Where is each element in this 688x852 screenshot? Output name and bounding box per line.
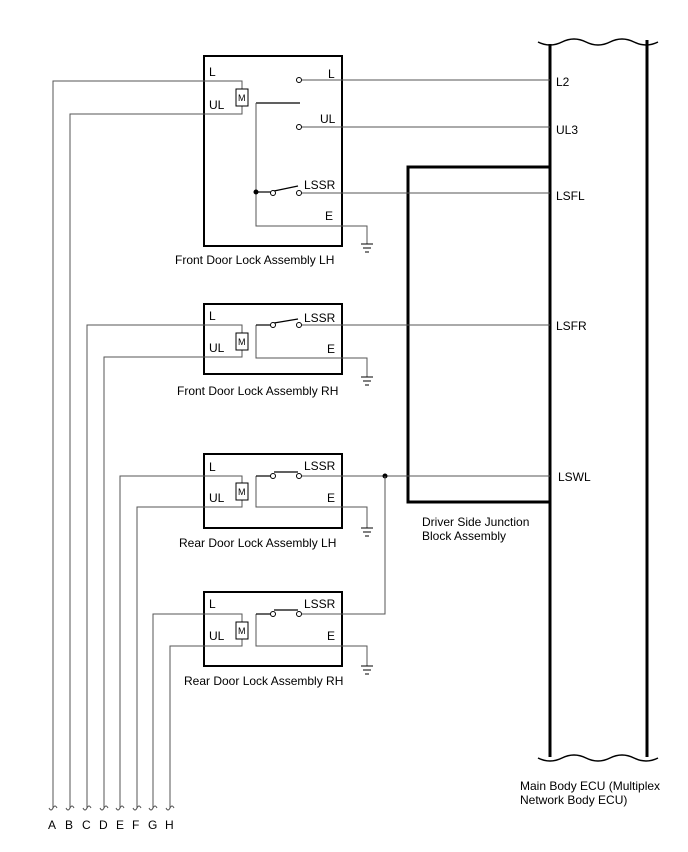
rear-lh-switch-lssr: LSSR	[304, 459, 336, 473]
rear-rh-pin-l: L	[209, 597, 216, 611]
front-rh-ground-e: E	[327, 342, 335, 356]
ecu-terminal-lswl: LSWL	[558, 470, 591, 484]
ecu-terminal-lsfr: LSFR	[556, 319, 587, 333]
rear-lh-pin-ul: UL	[209, 491, 225, 505]
rear-lh-motor-label: M	[238, 487, 246, 497]
front-lh-ground-e: E	[325, 209, 333, 223]
rear-lh-ground-icon	[361, 527, 373, 537]
ecu-bottom-break	[537, 754, 659, 762]
rear-lh-pin-l: L	[209, 460, 216, 474]
connector-letter-g: G	[148, 818, 157, 832]
rear-rh-title: Rear Door Lock Assembly RH	[184, 674, 343, 688]
front-lh-switch-ul: UL	[320, 112, 336, 126]
rear-rh-motor-icon	[235, 621, 249, 640]
front-lh-box	[203, 55, 343, 247]
connector-letter-e: E	[116, 818, 124, 832]
front-lh-motor-icon	[235, 88, 249, 107]
front-lh-switch-lssr: LSSR	[304, 178, 336, 192]
rear-rh-ground-e: E	[327, 629, 335, 643]
front-door-lock-lh: L UL L UL LSSR E M Front Door Lock Assem…	[175, 55, 550, 267]
rear-lh-motor-icon	[235, 482, 249, 501]
connector-letter-h: H	[165, 818, 174, 832]
connector-letters: A B C D E F G H	[48, 818, 174, 832]
junction-block: Driver Side Junction Block Assembly	[406, 165, 552, 543]
connector-letter-b: B	[65, 818, 73, 832]
ecu-terminal-l2: L2	[556, 75, 570, 89]
front-rh-ground-icon	[361, 376, 373, 386]
front-rh-motor-icon	[235, 332, 249, 351]
ecu-top-break	[537, 38, 659, 46]
ecu-name-line1: Main Body ECU (Multiplex	[520, 779, 660, 793]
connector-letter-c: C	[82, 818, 91, 832]
rear-lh-box	[203, 453, 343, 529]
front-lh-pin-ul: UL	[209, 98, 225, 112]
front-rh-pin-ul: UL	[209, 341, 225, 355]
front-door-lock-rh: L UL LSSR E M Front Door Lock Assembly R…	[177, 303, 550, 398]
ecu-terminal-lsfl: LSFL	[556, 189, 585, 203]
front-lh-title: Front Door Lock Assembly LH	[175, 253, 334, 267]
rear-rh-switch-lssr: LSSR	[304, 597, 336, 611]
front-rh-box	[203, 303, 343, 375]
junction-block-outline	[406, 165, 552, 504]
rear-door-lock-lh: L UL LSSR E M Rear Door Lock Assembly LH	[179, 453, 550, 550]
main-body-ecu: L2 UL3 LSFL LSFR LSWL Main Body ECU (Mul…	[520, 38, 660, 807]
ecu-name-line2: Network Body ECU)	[520, 793, 627, 807]
front-lh-pin-l: L	[209, 65, 216, 79]
junction-block-label-line1: Driver Side Junction	[422, 515, 529, 529]
front-lh-switch-l: L	[328, 67, 335, 81]
rear-door-lock-rh: L UL LSSR E M Rear Door Lock Assembly RH	[184, 476, 386, 688]
rear-rh-ground-icon	[361, 665, 373, 675]
ecu-terminal-ul3: UL3	[556, 123, 578, 137]
front-rh-switch-lssr: LSSR	[304, 311, 336, 325]
rear-lh-title: Rear Door Lock Assembly LH	[179, 536, 336, 550]
front-rh-pin-l: L	[209, 309, 216, 323]
connector-letter-d: D	[99, 818, 108, 832]
junction-block-label-line2: Block Assembly	[422, 529, 506, 543]
connector-letter-f: F	[132, 818, 139, 832]
front-lh-ground-icon	[361, 243, 373, 253]
rear-rh-motor-label: M	[238, 626, 246, 636]
rear-lh-ground-e: E	[327, 491, 335, 505]
rear-rh-box	[203, 591, 343, 667]
front-rh-title: Front Door Lock Assembly RH	[177, 384, 338, 398]
connector-letter-a: A	[48, 818, 56, 832]
connector-wires	[48, 80, 204, 811]
front-lh-motor-label: M	[238, 93, 246, 103]
rear-rh-pin-ul: UL	[209, 629, 225, 643]
front-rh-motor-label: M	[238, 337, 246, 347]
